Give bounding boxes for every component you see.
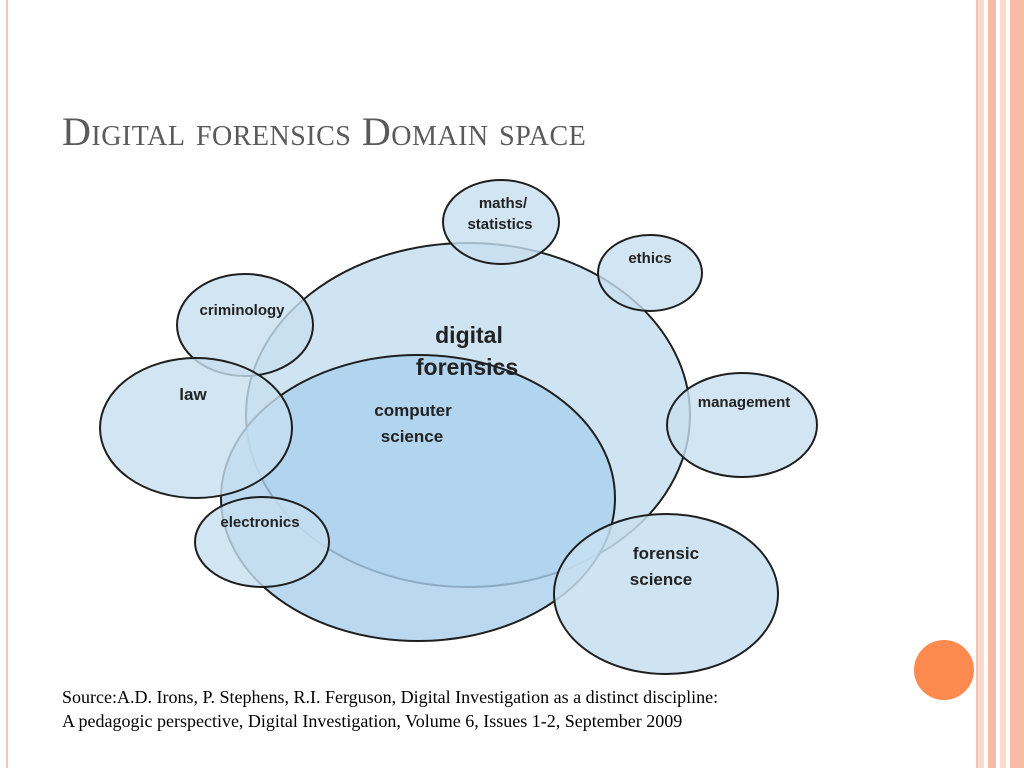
electronics-circle xyxy=(194,496,330,588)
computer-science-circle xyxy=(220,354,616,642)
digital-forensics-label-line2: forensics xyxy=(416,354,518,380)
computer-science-label-line2: science xyxy=(381,427,443,446)
management-circle xyxy=(666,372,818,478)
forensic-science-label-line1: forensic xyxy=(633,544,699,563)
slide-border xyxy=(6,0,978,768)
source-citation-line2: A pedagogic perspective, Digital Investi… xyxy=(62,711,683,731)
slide-title: Digital forensics Domain space xyxy=(62,109,587,154)
maths-label-line2: statistics xyxy=(467,216,532,233)
law-circle xyxy=(99,357,293,499)
forensic-science-label-line2: science xyxy=(630,570,692,589)
forensic-science-circle xyxy=(553,513,779,675)
source-citation: Source:A.D. Irons, P. Stephens, R.I. Fer… xyxy=(62,685,922,733)
maths-label-line1: maths/ xyxy=(479,195,528,212)
criminology-label: criminology xyxy=(199,302,285,319)
ethics-label: ethics xyxy=(628,250,671,267)
law-label: law xyxy=(179,385,207,404)
electronics-label: electronics xyxy=(220,514,299,531)
computer-science-label-line1: computer xyxy=(374,401,452,420)
maths-statistics-circle xyxy=(442,179,560,265)
ethics-circle xyxy=(597,234,703,312)
decorative-stripes xyxy=(978,0,1024,768)
decorative-orange-dot xyxy=(914,640,974,700)
management-label: management xyxy=(698,394,791,411)
source-citation-line1: Source:A.D. Irons, P. Stephens, R.I. Fer… xyxy=(62,687,719,707)
digital-forensics-label-line1: digital xyxy=(435,322,503,348)
